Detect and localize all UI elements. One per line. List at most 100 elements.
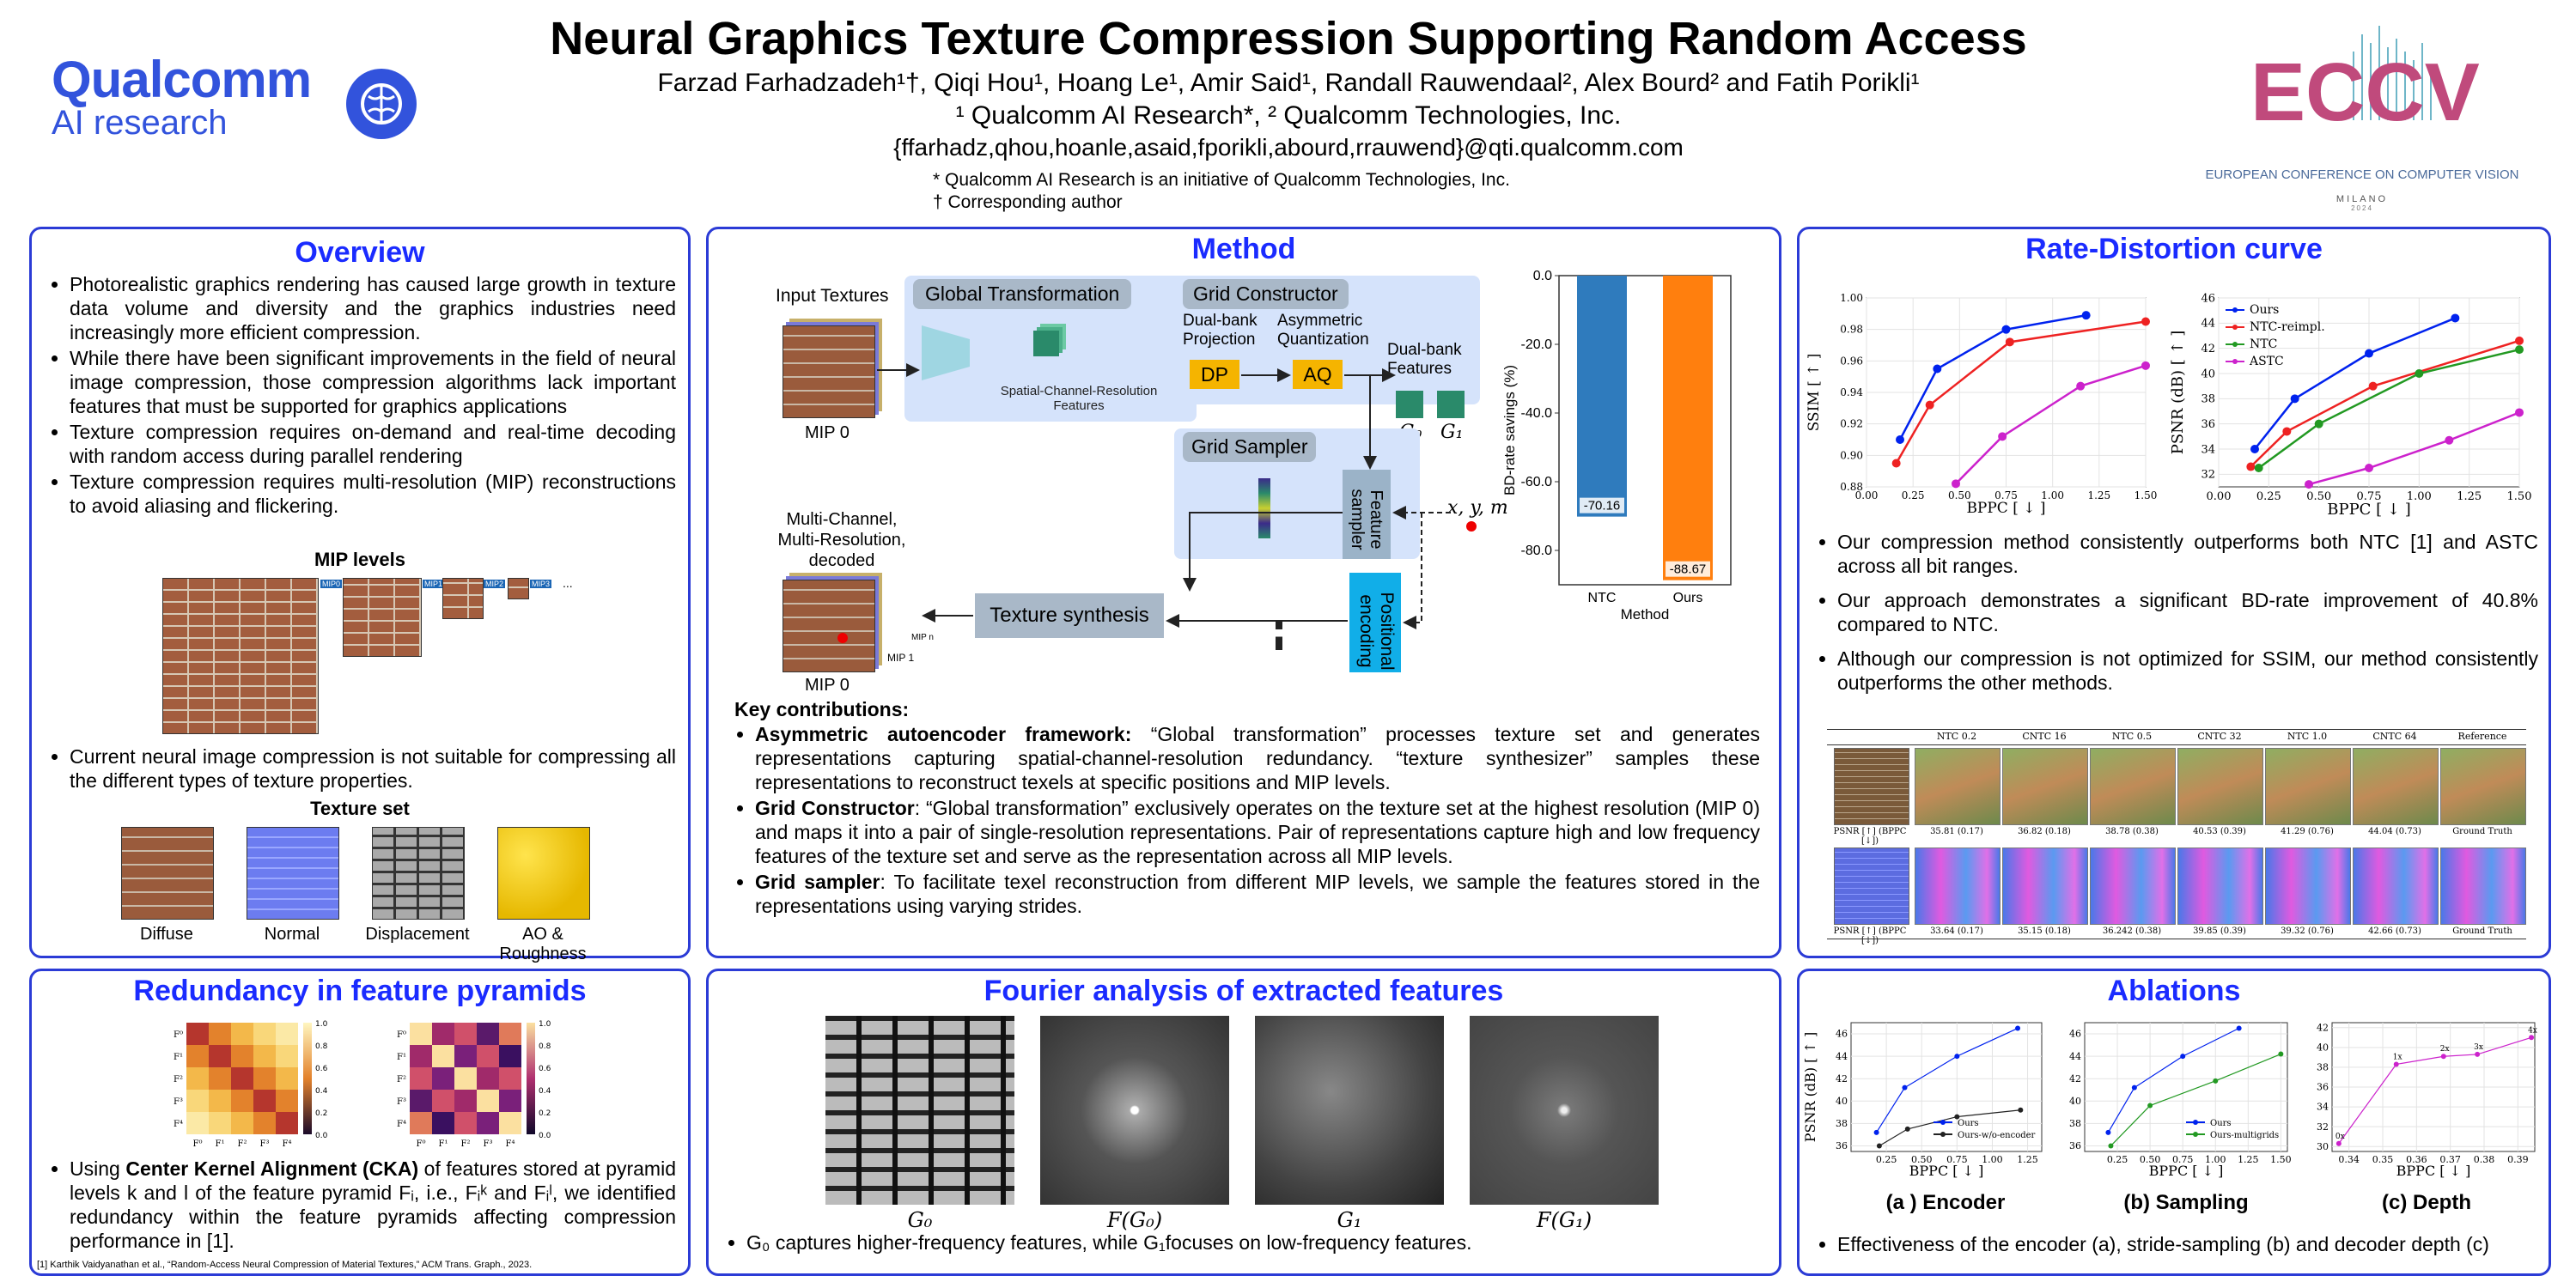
y-tick-label: -60.0: [1521, 475, 1553, 489]
table-header: NTC 0.5: [2111, 731, 2153, 742]
fourier-bullet: G₀ captures higher-frequency features, w…: [746, 1230, 1748, 1255]
overview-panel: Overview Photorealistic graphics renderi…: [29, 227, 691, 963]
x-tick-label: 0.00: [1855, 489, 1879, 501]
heatmap-cell: [499, 1045, 521, 1067]
heatmap-cell: [276, 1067, 298, 1090]
heatmap-cell: [186, 1023, 209, 1045]
y-tick-label: 42: [1836, 1073, 1848, 1084]
data-point: [1954, 1054, 1960, 1060]
y-tick-label: 38: [2069, 1118, 2081, 1129]
y-tick-label: 42: [2317, 1022, 2329, 1033]
ablation-caption: (b) Sampling: [2123, 1191, 2249, 1214]
asym-quant-label: Asymmetric Quantization: [1277, 312, 1369, 349]
cka-heatmaps: F⁰F⁰F¹F¹F²F²F³F³F⁴F⁴1.00.80.60.40.20.0F⁰…: [174, 1020, 551, 1149]
data-point: [1925, 400, 1934, 410]
crop-image: [2265, 848, 2351, 925]
g1-feature-image: [1255, 1016, 1444, 1205]
texture-label: Diffuse: [140, 925, 193, 944]
texture-set-title: Texture set: [310, 798, 410, 819]
colorbar-tick: 1.0: [539, 1020, 551, 1029]
heatmap-row-label: F⁴: [174, 1120, 183, 1129]
x-tick-label: 0.50: [2306, 490, 2331, 503]
data-point: [1904, 1126, 1910, 1132]
value-label: -88.67: [1670, 562, 1707, 577]
data-point: [2515, 345, 2524, 355]
method-arrows: [877, 363, 1451, 629]
data-point: [2018, 1107, 2024, 1113]
data-point: [2246, 462, 2256, 471]
eccv-year: 2024: [2351, 204, 2373, 212]
table-cell: 39.85 (0.39): [2193, 927, 2246, 936]
x-tick-label: Ours: [1673, 591, 1703, 605]
x-axis-label: BPPC [ ↓ ]: [2149, 1163, 2224, 1179]
texture-label: Displacement: [365, 925, 470, 944]
fourier-panel: Fourier analysis of extracted features G…: [706, 969, 1781, 1276]
x-axis-label: BPPC [ ↓ ]: [1966, 500, 2045, 517]
contribution-item: Grid sampler: To facilitate texel recons…: [755, 870, 1760, 918]
data-point: [2290, 394, 2299, 404]
data-point: [2282, 427, 2292, 436]
data-point: [2180, 1054, 2186, 1060]
series-line: [2110, 1053, 2281, 1146]
data-point: [2529, 1035, 2535, 1041]
crop-image: [2265, 748, 2351, 825]
authors: Farzad Farhadzadeh¹†, Qiqi Hou¹, Hoang L…: [657, 69, 1920, 97]
bar: [1577, 276, 1627, 517]
texture-thumbnail-normal: [1834, 848, 1909, 925]
y-tick-label: 34: [2317, 1102, 2329, 1113]
mip0-texture: [162, 578, 319, 734]
x-tick-label: 1.00: [2407, 490, 2432, 503]
colorbar: [527, 1023, 535, 1134]
heatmap-cell: [209, 1045, 231, 1067]
heatmap-cell: [209, 1090, 231, 1112]
legend-marker: [2193, 1120, 2198, 1125]
y-tick-label: 0.92: [1840, 418, 1863, 430]
heatmap-cell: [432, 1067, 454, 1090]
crop-image: [2440, 848, 2526, 925]
data-point: [1896, 435, 1904, 444]
legend-marker: [2232, 325, 2238, 330]
key-contributions-title: Key contributions:: [734, 698, 910, 720]
point-label: 2x: [2440, 1045, 2450, 1054]
colorbar-tick: 0.2: [539, 1109, 551, 1118]
data-point: [1902, 1084, 1908, 1091]
row-label: PSNR [↑] (BPPC [↓]): [1833, 927, 1907, 945]
eccv-logo: ECCV EUROPEAN CONFERENCE ON COMPUTER VIS…: [2190, 17, 2534, 212]
crop-image: [2177, 848, 2263, 925]
qualcomm-wordmark: Qualcomm: [52, 51, 312, 108]
x-tick-label: 0.39: [2507, 1154, 2529, 1165]
series-line: [2250, 339, 2520, 468]
y-tick-label: 42: [2069, 1073, 2081, 1084]
y-tick-label: 0.88: [1840, 481, 1863, 493]
series-line: [1955, 364, 2147, 485]
ablation-bullets: Effectiveness of the encoder (a), stride…: [1808, 1232, 2538, 1258]
encoded-column: [1276, 621, 1282, 650]
contribution-item: Grid Constructor: “Global transformation…: [755, 796, 1760, 868]
heatmap-cell: [186, 1090, 209, 1112]
data-point: [2278, 1051, 2284, 1057]
affiliations: ¹ Qualcomm AI Research*, ² Qualcomm Tech…: [955, 101, 1622, 130]
value-label-bg: [1580, 497, 1624, 513]
table-cell: 39.32 (0.76): [2281, 927, 2334, 936]
aq-block: AQ: [1293, 360, 1343, 389]
ao-roughness-texture: [497, 827, 590, 920]
series-line: [2107, 1027, 2239, 1133]
data-point: [2368, 381, 2378, 391]
x-tick-label: 1.25: [2017, 1154, 2038, 1165]
data-point: [2365, 464, 2373, 472]
data-point: [2147, 1103, 2153, 1109]
y-axis-label: PSNR (dB) [ ↑ ]: [1805, 1032, 1818, 1143]
table-header: CNTC 32: [2197, 731, 2242, 742]
table-cell: 35.81 (0.17): [1930, 827, 1983, 836]
y-tick-label: 0.98: [1840, 324, 1863, 336]
colorbar-tick: 1.0: [315, 1020, 328, 1029]
x-tick-label: 1.00: [2205, 1154, 2226, 1165]
series-line: [2308, 411, 2520, 486]
heatmap-cell: [432, 1023, 454, 1045]
point-label: 0x: [2335, 1133, 2345, 1141]
sampled-feature-column: [1258, 478, 1270, 538]
crop-image: [2002, 848, 2088, 925]
data-point: [2365, 349, 2373, 358]
